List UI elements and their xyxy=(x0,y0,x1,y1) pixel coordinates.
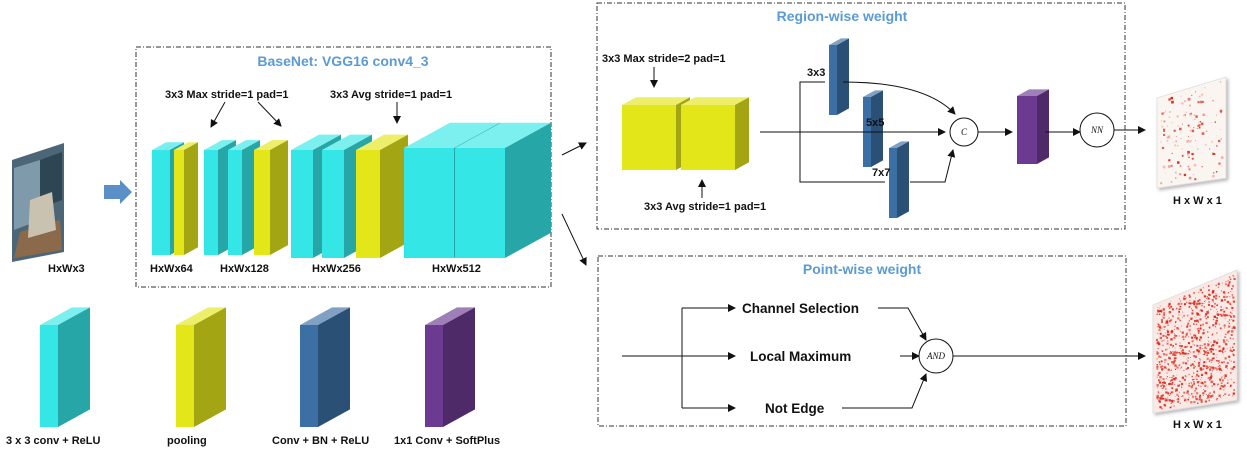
region-box xyxy=(596,2,1126,230)
basenet-layers xyxy=(152,122,551,258)
stage-label-256: HxWx256 xyxy=(312,263,361,275)
kernel-label-7x7: 7x7 xyxy=(872,167,890,179)
point-output-label: H x W x 1 xyxy=(1173,419,1222,431)
region-avg-pool-label: 3x3 Avg stride=1 pad=1 xyxy=(644,201,766,213)
region-title: Region-wise weight xyxy=(777,8,908,24)
region-conv-3x3 xyxy=(829,38,849,115)
stage-label-64: HxWx64 xyxy=(150,263,194,275)
stage-label-512: HxWx512 xyxy=(432,263,481,275)
region-bottom-branch xyxy=(799,132,885,183)
basenet-avg-pool-label: 3x3 Avg stride=1 pad=1 xyxy=(330,89,452,101)
max-pool-pointer-1 xyxy=(210,101,226,128)
conv-block-512-b xyxy=(455,122,551,258)
region-output-map xyxy=(1156,76,1227,189)
criterion-not-edge: Not Edge xyxy=(765,401,825,416)
input-image xyxy=(12,143,64,262)
region-conv-7x7 xyxy=(889,141,909,218)
region-softplus-block xyxy=(1017,89,1049,164)
and-symbol: AND xyxy=(926,351,946,361)
pool-block-1 xyxy=(174,142,198,255)
flow-arrow xyxy=(104,180,132,204)
legend-label-bn: Conv + BN + ReLU xyxy=(272,435,369,447)
kernel-label-3x3: 3x3 xyxy=(807,67,825,79)
region-pool-block-max xyxy=(622,97,690,170)
region-output-label: H x W x 1 xyxy=(1173,195,1222,207)
legend-label-conv: 3 x 3 conv + ReLU xyxy=(6,435,101,447)
region-pool-block-avg xyxy=(681,97,749,170)
stage-label-128: HxWx128 xyxy=(220,263,269,275)
pool-block-3 xyxy=(356,134,408,258)
path-7x7-to-concat xyxy=(910,149,956,183)
region-conv-5x5 xyxy=(863,90,883,167)
path-channel-to-and xyxy=(878,307,927,341)
branch-arrow-point xyxy=(561,213,587,266)
legend-swatch-3 xyxy=(425,307,475,427)
branch-arrow-region xyxy=(561,142,587,156)
legend-swatch-2 xyxy=(300,307,350,427)
path-3x3-to-concat xyxy=(842,81,956,115)
legend-label-pooling: pooling xyxy=(167,435,207,447)
nn-symbol: NN xyxy=(1090,125,1104,135)
point-box xyxy=(597,255,1127,427)
basenet-title: BaseNet: VGG16 conv4_3 xyxy=(257,53,428,69)
basenet-max-pool-label: 3x3 Max stride=1 pad=1 xyxy=(165,89,289,101)
concat-symbol: C xyxy=(961,127,968,137)
criterion-channel-selection: Channel Selection xyxy=(742,301,859,316)
criterion-local-maximum: Local Maximum xyxy=(750,349,851,364)
point-output-map xyxy=(1152,269,1238,414)
legend-swatch-1 xyxy=(176,307,226,427)
legend-label-softplus: 1x1 Conv + SoftPlus xyxy=(394,435,500,447)
region-max-pool-label: 3x3 Max stride=2 pad=1 xyxy=(602,53,726,65)
pool-block-2 xyxy=(254,140,288,255)
point-title: Point-wise weight xyxy=(803,261,922,277)
input-label: HxWx3 xyxy=(48,263,85,275)
max-pool-pointer-2 xyxy=(257,101,282,127)
kernel-label-5x5: 5x5 xyxy=(866,117,884,129)
path-edge-to-and xyxy=(842,373,928,409)
region-layers xyxy=(622,38,1049,218)
region-top-branch xyxy=(799,81,825,132)
legend xyxy=(40,307,475,427)
legend-swatch-0 xyxy=(40,307,90,427)
